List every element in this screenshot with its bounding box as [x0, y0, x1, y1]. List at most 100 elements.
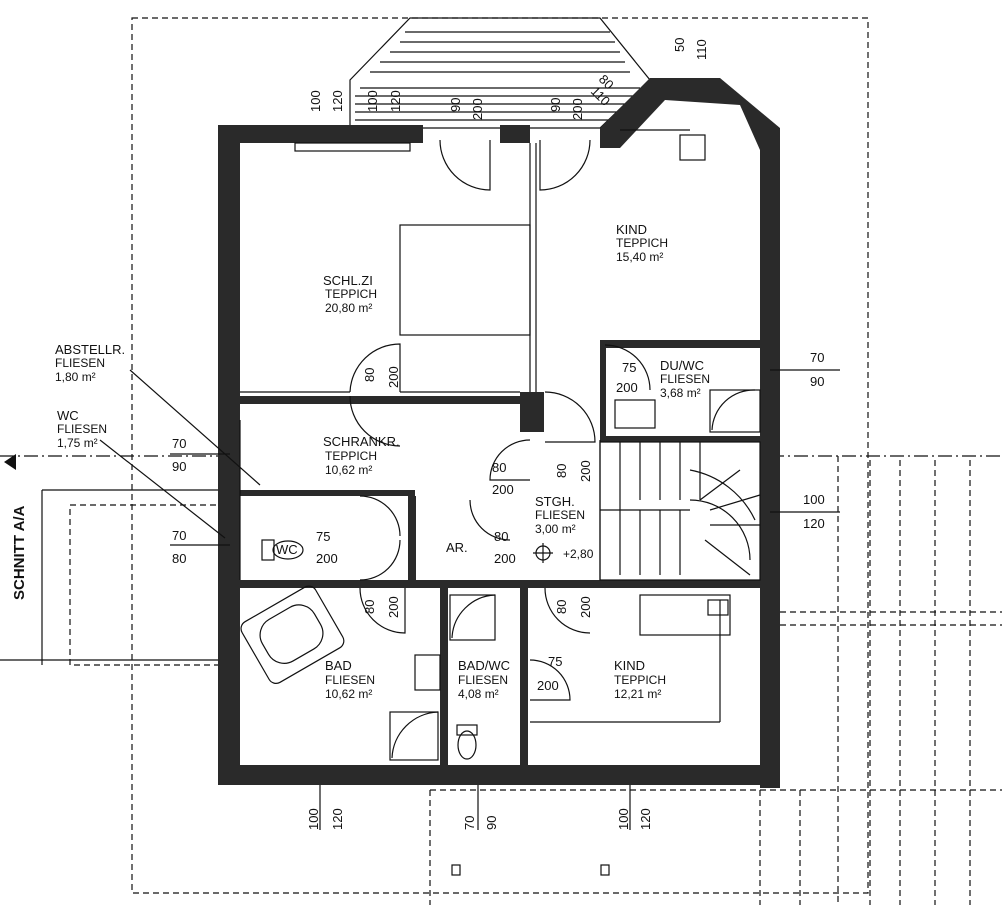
- washbasin-du: [614, 399, 656, 429]
- svg-text:STGH.: STGH.: [535, 494, 575, 509]
- svg-text:100: 100: [365, 90, 380, 112]
- svg-text:ABSTELLR.: ABSTELLR.: [55, 342, 125, 357]
- svg-text:200: 200: [494, 551, 516, 566]
- bathtub: [240, 585, 345, 684]
- svg-text:FLIESEN: FLIESEN: [325, 673, 375, 687]
- svg-text:FLIESEN: FLIESEN: [660, 372, 710, 386]
- svg-text:200: 200: [316, 551, 338, 566]
- toilet-wc: [261, 539, 304, 561]
- svg-text:200: 200: [470, 98, 485, 120]
- room-badwc: BAD/WC FLIESEN 4,08 m²: [458, 658, 510, 701]
- svg-text:120: 120: [803, 516, 825, 531]
- svg-text:70: 70: [462, 816, 477, 830]
- room-schlafzimmer: SCHL.ZI TEPPICH 20,80 m²: [323, 273, 377, 315]
- svg-text:50: 50: [672, 38, 687, 52]
- svg-text:75: 75: [316, 529, 330, 544]
- leader-lines: [99, 369, 261, 539]
- svg-text:80: 80: [362, 368, 377, 382]
- shower-badwc: [449, 594, 496, 641]
- svg-text:FLIESEN: FLIESEN: [57, 422, 107, 436]
- svg-text:TEPPICH: TEPPICH: [616, 236, 668, 250]
- svg-text:FLIESEN: FLIESEN: [458, 673, 508, 687]
- left-terrace-outline: [0, 489, 221, 666]
- svg-text:SCHRANKR.: SCHRANKR.: [323, 434, 400, 449]
- room-ar: AR.: [446, 540, 468, 555]
- svg-text:100: 100: [306, 808, 321, 830]
- svg-text:70: 70: [810, 350, 824, 365]
- room-treppenhaus: STGH. FLIESEN 3,00 m²: [535, 494, 585, 536]
- level-mark: +2,80: [563, 547, 594, 561]
- svg-text:100: 100: [308, 90, 323, 112]
- dimension-lines: [170, 129, 840, 830]
- svg-text:200: 200: [570, 98, 585, 120]
- svg-text:TEPPICH: TEPPICH: [325, 449, 377, 463]
- marker-box-right: [600, 864, 610, 876]
- svg-text:90: 90: [548, 98, 563, 112]
- svg-text:200: 200: [578, 596, 593, 618]
- room-abstellraum: ABSTELLR. FLIESEN 1,80 m²: [55, 342, 125, 384]
- svg-text:70: 70: [172, 528, 186, 543]
- svg-text:80: 80: [494, 529, 508, 544]
- svg-text:10,62 m²: 10,62 m²: [325, 463, 372, 477]
- svg-text:70: 70: [172, 436, 186, 451]
- plot-boundary: [131, 17, 869, 894]
- svg-text:80: 80: [362, 600, 377, 614]
- svg-text:100: 100: [616, 808, 631, 830]
- dimension-texts: 100 120 100 120 90 200 90 200 50 110 80 …: [172, 38, 825, 830]
- staircase: [599, 441, 761, 581]
- svg-text:FLIESEN: FLIESEN: [55, 356, 105, 370]
- svg-text:200: 200: [386, 366, 401, 388]
- svg-text:80: 80: [172, 551, 186, 566]
- bed-schl: [399, 224, 531, 336]
- svg-text:200: 200: [386, 596, 401, 618]
- bed-kind2: [639, 594, 731, 636]
- windows: [294, 134, 706, 161]
- svg-text:DU/WC: DU/WC: [660, 358, 704, 373]
- svg-text:200: 200: [492, 482, 514, 497]
- svg-text:FLIESEN: FLIESEN: [535, 508, 585, 522]
- svg-text:90: 90: [484, 816, 499, 830]
- svg-text:20,80 m²: 20,80 m²: [325, 301, 372, 315]
- svg-text:3,68 m²: 3,68 m²: [660, 386, 701, 400]
- svg-text:200: 200: [537, 678, 559, 693]
- svg-text:120: 120: [330, 808, 345, 830]
- svg-text:75: 75: [548, 654, 562, 669]
- svg-text:4,08 m²: 4,08 m²: [458, 687, 499, 701]
- svg-text:1,75 m²: 1,75 m²: [57, 436, 98, 450]
- room-schrankraum: SCHRANKR. TEPPICH 10,62 m²: [323, 434, 400, 477]
- wc-label: WC: [276, 542, 298, 557]
- svg-text:TEPPICH: TEPPICH: [614, 673, 666, 687]
- svg-text:80: 80: [554, 600, 569, 614]
- svg-text:75: 75: [622, 360, 636, 375]
- section-label: SCHNITT A/A: [11, 505, 28, 600]
- svg-text:200: 200: [578, 460, 593, 482]
- washbasin-bad: [414, 654, 441, 691]
- shower-bad: [389, 711, 439, 761]
- svg-text:15,40 m²: 15,40 m²: [616, 250, 663, 264]
- room-kind1: KIND TEPPICH 15,40 m²: [616, 222, 668, 264]
- toilet-badwc: [456, 724, 478, 760]
- room-wc: WC FLIESEN 1,75 m²: [57, 408, 107, 450]
- svg-text:120: 120: [638, 808, 653, 830]
- svg-text:BAD: BAD: [325, 658, 352, 673]
- svg-text:120: 120: [388, 90, 403, 112]
- marker-box-left: [451, 864, 461, 876]
- section-arrow-icon: [4, 454, 16, 470]
- svg-text:80: 80: [492, 460, 506, 475]
- svg-text:KIND: KIND: [614, 658, 645, 673]
- svg-text:KIND: KIND: [616, 222, 647, 237]
- doors: [349, 139, 651, 701]
- svg-text:TEPPICH: TEPPICH: [325, 287, 377, 301]
- room-kind2: KIND TEPPICH 12,21 m²: [614, 658, 666, 701]
- svg-text:80: 80: [554, 464, 569, 478]
- svg-text:SCHL.ZI: SCHL.ZI: [323, 273, 373, 288]
- svg-text:10,62 m²: 10,62 m²: [325, 687, 372, 701]
- room-bad: BAD FLIESEN 10,62 m²: [325, 658, 375, 701]
- walls: [218, 78, 780, 788]
- svg-text:90: 90: [448, 98, 463, 112]
- svg-text:1,80 m²: 1,80 m²: [55, 370, 96, 384]
- svg-text:200: 200: [616, 380, 638, 395]
- svg-text:12,21 m²: 12,21 m²: [614, 687, 661, 701]
- shower-du: [709, 389, 761, 433]
